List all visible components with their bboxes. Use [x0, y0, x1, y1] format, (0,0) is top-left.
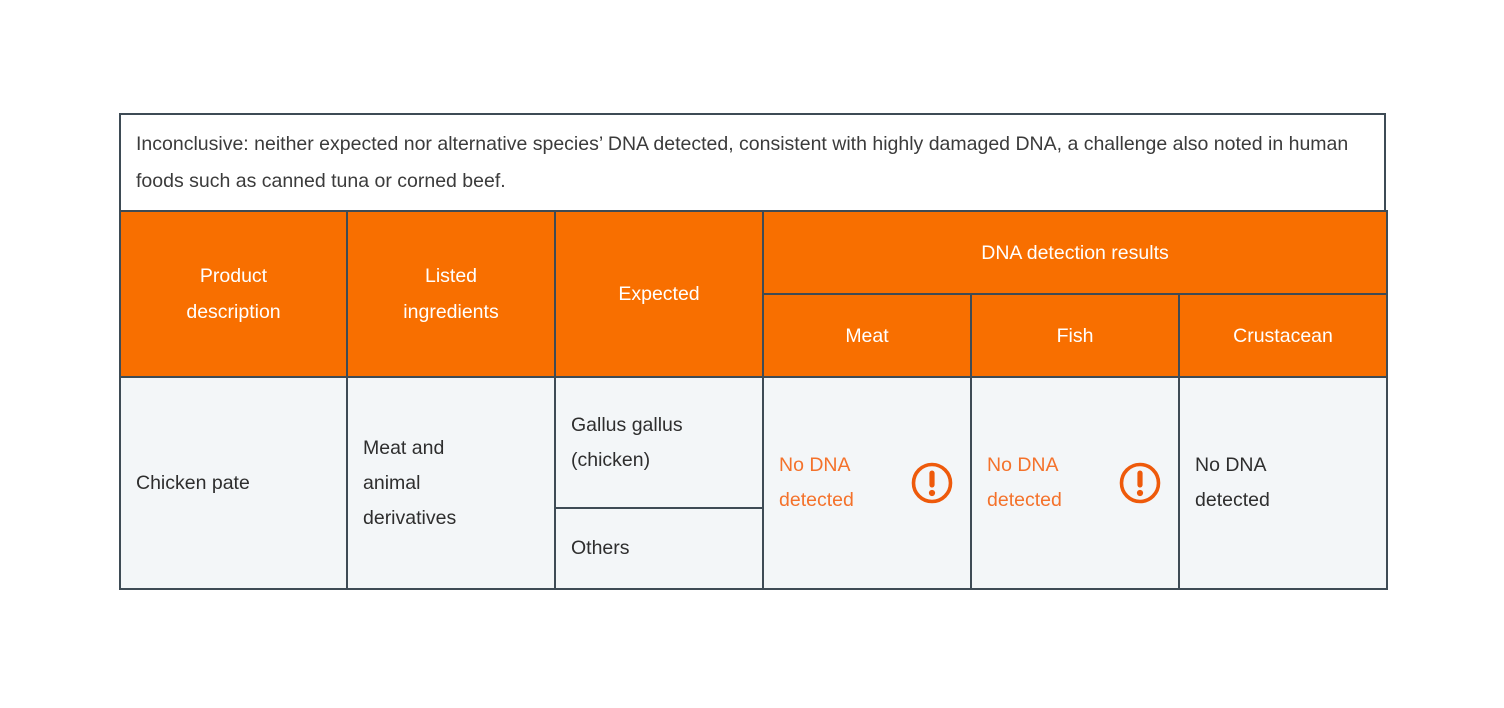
header-product-description: Product description [119, 210, 348, 378]
alert-circle-icon [1119, 462, 1161, 504]
cell-fish-result: No DNA detected [970, 376, 1180, 590]
header-fish: Fish [970, 293, 1180, 378]
header-crustacean: Crustacean [1178, 293, 1388, 378]
expected-species-value: Gallus gallus (chicken) [571, 413, 683, 471]
header-listed-ingredients-label: Listed ingredients [403, 265, 499, 323]
header-row-top: Product description Listed ingredients E… [119, 210, 1388, 378]
header-listed-ingredients: Listed ingredients [346, 210, 556, 378]
cell-expected-species: Gallus gallus (chicken) [554, 376, 764, 509]
dna-detection-table: Product description Listed ingredients E… [119, 210, 1388, 590]
crustacean-result-text: No DNA detected [1195, 454, 1270, 511]
cell-expected-others: Others [554, 507, 764, 590]
header-product-description-label: Product description [186, 265, 281, 323]
note-box: Inconclusive: neither expected nor alter… [119, 113, 1386, 212]
dna-results-figure: Inconclusive: neither expected nor alter… [119, 113, 1388, 590]
cell-product-description: Chicken pate [119, 376, 348, 590]
header-row-sub: Meat Fish Crustacean [120, 293, 1388, 378]
meat-result-text: No DNA detected [779, 454, 854, 511]
cell-meat-result: No DNA detected [762, 376, 972, 590]
fish-result: No DNA detected [987, 448, 1168, 518]
table-row: Chicken pate Meat and animal derivatives… [119, 376, 1388, 590]
header-dna-detection-results: DNA detection results [762, 210, 1388, 295]
cell-crustacean-result: No DNA detected [1178, 376, 1388, 590]
fish-result-text: No DNA detected [987, 454, 1062, 511]
header-expected: Expected [554, 210, 764, 378]
listed-ingredients-value: Meat and animal derivatives [363, 436, 457, 529]
product-description-value: Chicken pate [136, 471, 250, 494]
note-text: Inconclusive: neither expected nor alter… [136, 133, 1349, 192]
cell-listed-ingredients: Meat and animal derivatives [346, 376, 556, 590]
meat-result: No DNA detected [779, 448, 960, 518]
alert-circle-icon [911, 462, 953, 504]
expected-others-row: Others [120, 507, 1387, 590]
header-meat: Meat [762, 293, 972, 378]
